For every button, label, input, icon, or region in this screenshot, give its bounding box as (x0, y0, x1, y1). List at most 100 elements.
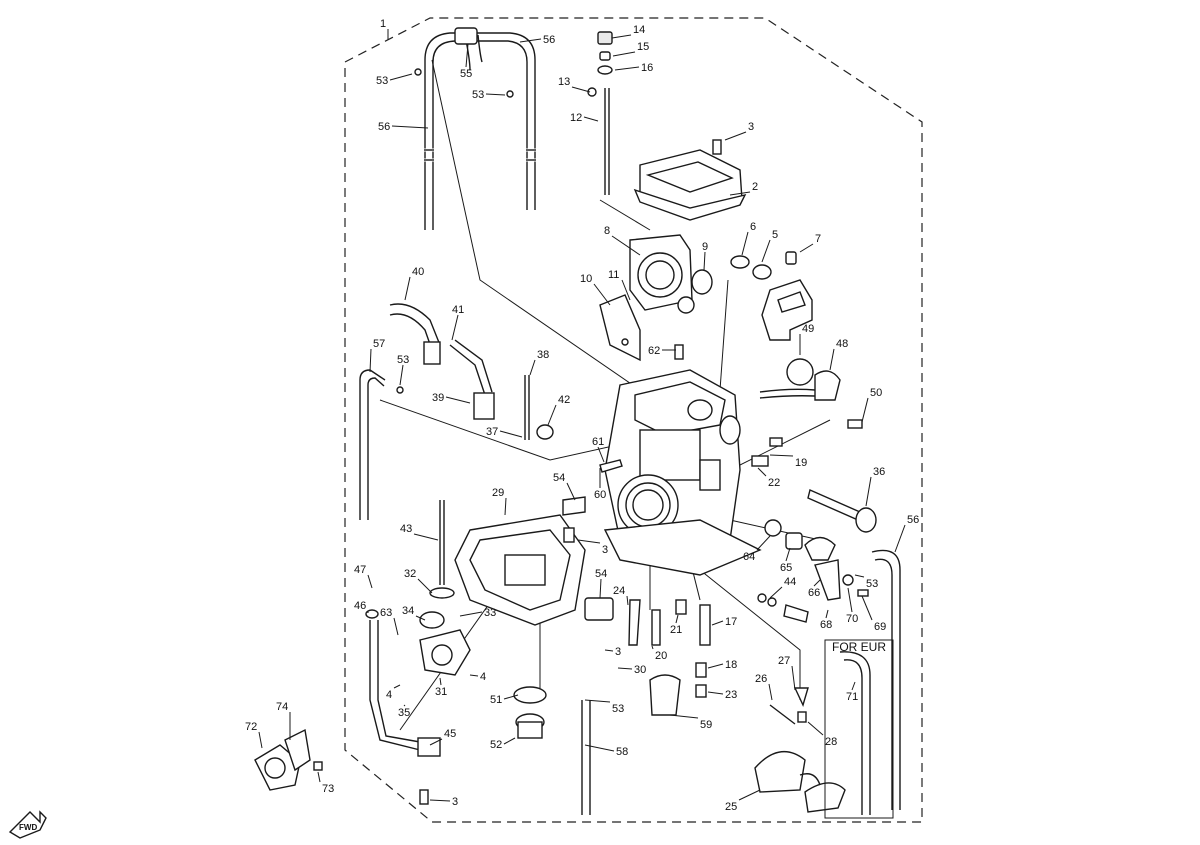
callout-label: 1 (380, 18, 386, 30)
callout-leader (611, 34, 632, 39)
callout-leader (499, 430, 523, 438)
float-valve-parts (649, 674, 809, 725)
throttle-body (599, 234, 797, 362)
callout-label: 64 (743, 551, 755, 563)
callout-label: 19 (795, 457, 807, 469)
callout-label: 58 (616, 746, 628, 758)
callout-leader (503, 694, 519, 700)
callout-label: 56 (907, 514, 919, 526)
callout-leader (669, 714, 699, 719)
callout-leader (675, 614, 679, 624)
callout-label: 72 (245, 721, 257, 733)
callout-leader (741, 231, 749, 256)
callout-label: 17 (725, 616, 737, 628)
callout-leader (429, 799, 451, 802)
callout-label: 25 (725, 801, 737, 813)
callout-leader (369, 348, 372, 373)
callout-label: 32 (404, 568, 416, 580)
callout-leader (503, 737, 516, 745)
callout-leader (445, 396, 471, 404)
callout-leader (399, 364, 404, 386)
callout-label: 49 (802, 323, 814, 335)
callout-label: 7 (815, 233, 821, 245)
callout-label: 14 (633, 24, 645, 36)
callout-label: 48 (836, 338, 848, 350)
callout-leader (566, 482, 576, 501)
callout-leader (519, 38, 542, 43)
callout-label: 42 (558, 394, 570, 406)
callout-leader (621, 279, 631, 301)
callout-leader (404, 276, 411, 301)
callout-label: 15 (637, 41, 649, 53)
callout-label: 3 (615, 646, 621, 658)
callout-leader (393, 684, 401, 689)
callout-leader (825, 609, 829, 619)
callout-label: 38 (537, 349, 549, 361)
callout-label: 22 (768, 477, 780, 489)
callout-label: 4 (480, 671, 486, 683)
callout-label: 63 (380, 607, 392, 619)
fwd-badge-text: FWD (19, 823, 37, 832)
for-eur-box (824, 639, 894, 819)
callout-leader (757, 467, 767, 477)
callout-leader (612, 51, 636, 57)
callout-label: 53 (397, 354, 409, 366)
for-eur-title: FOR EUR (832, 640, 886, 654)
callout-label: 65 (780, 562, 792, 574)
callout-leader (584, 744, 615, 752)
callout-label: 59 (700, 719, 712, 731)
callout-leader (391, 125, 429, 129)
float-bowl (419, 496, 614, 676)
callout-label: 46 (354, 600, 366, 612)
callout-label: 16 (641, 62, 653, 74)
callout-leader (413, 533, 439, 541)
callout-label: 9 (702, 241, 708, 253)
callout-label: 3 (748, 121, 754, 133)
callout-label: 69 (874, 621, 886, 633)
callout-leader (529, 359, 536, 376)
callout-leader (439, 677, 442, 686)
callout-leader (861, 595, 873, 621)
callout-label: 5 (772, 229, 778, 241)
callout-label: 66 (808, 587, 820, 599)
callout-label: 73 (322, 783, 334, 795)
callout-leader (593, 283, 611, 306)
callout-label: 36 (873, 466, 885, 478)
callout-label: 55 (460, 68, 472, 80)
callout-label: 2 (752, 181, 758, 193)
callout-label: 20 (655, 650, 667, 662)
callout-leader (577, 539, 601, 544)
callout-leader (485, 93, 506, 96)
callout-leader (584, 699, 611, 703)
callout-label: 26 (755, 673, 767, 685)
callout-leader (851, 681, 856, 691)
callout-leader (729, 191, 751, 196)
callout-leader (617, 667, 633, 670)
callout-leader (711, 620, 724, 626)
assembly-outline (344, 17, 923, 823)
callout-leader (785, 547, 791, 562)
callout-label: 11 (608, 269, 619, 281)
callout-leader (571, 86, 591, 93)
top-cover (633, 139, 747, 221)
sensor-bracket-assembly (254, 728, 323, 791)
callout-label: 53 (866, 578, 878, 590)
callout-label: 29 (492, 487, 504, 499)
vent-hose-assembly (414, 27, 540, 230)
callout-label: 27 (778, 655, 790, 667)
fwd-badge (8, 810, 47, 839)
callout-leader (403, 704, 406, 707)
callout-leader (504, 497, 507, 516)
callout-leader (707, 691, 724, 695)
callout-leader (367, 574, 373, 589)
jets (628, 599, 711, 698)
float (754, 751, 846, 813)
callout-leader (604, 649, 614, 652)
callout-leader (761, 239, 771, 263)
callout-leader (768, 683, 773, 701)
callout-leader (258, 731, 263, 749)
callout-label: 54 (595, 568, 607, 580)
callout-leader (807, 721, 824, 736)
callout-label: 8 (604, 225, 610, 237)
